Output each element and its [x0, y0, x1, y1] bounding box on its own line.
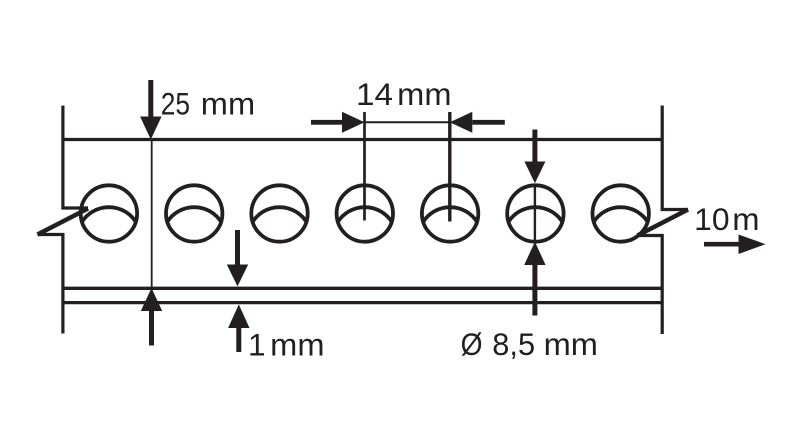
svg-text:m: m [732, 201, 759, 237]
svg-text:mm: mm [270, 327, 324, 363]
svg-text:14: 14 [356, 76, 393, 112]
svg-text:mm: mm [397, 76, 451, 112]
svg-text:1: 1 [248, 327, 266, 363]
svg-text:Ø: Ø [461, 326, 483, 362]
svg-text:mm: mm [544, 326, 598, 362]
svg-text:mm: mm [201, 85, 255, 121]
svg-text:10: 10 [694, 201, 729, 237]
svg-text:8,5: 8,5 [492, 326, 535, 362]
svg-text:25: 25 [161, 85, 190, 121]
